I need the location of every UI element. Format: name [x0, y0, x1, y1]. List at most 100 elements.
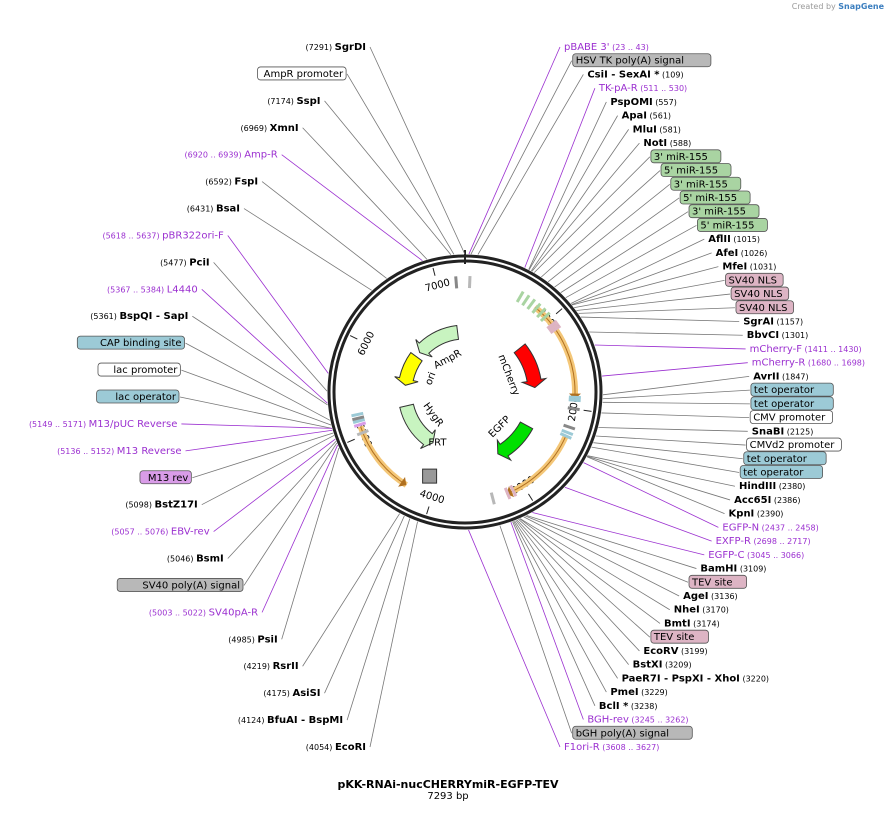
label-name: BclI * — [599, 701, 629, 712]
label-leader — [598, 427, 748, 432]
label-position: (109) — [660, 70, 684, 79]
label-name: CMV promoter — [753, 413, 826, 424]
label-name: AflII — [708, 234, 731, 245]
label-name: TEV site — [691, 577, 733, 588]
label-position: (7291) — [306, 43, 335, 52]
label-name: EGFP-C — [708, 550, 744, 561]
label-feature: TEV site — [691, 577, 733, 588]
feature-box — [96, 389, 180, 404]
tick-mark — [528, 493, 534, 501]
feature-box — [746, 437, 842, 452]
feature-tick — [568, 398, 581, 403]
label-name: BGH-rev — [587, 715, 629, 726]
label-site: AflII (1015) — [708, 234, 760, 245]
feature-tick — [489, 492, 496, 505]
label-leader — [570, 238, 705, 304]
label-site: PmeI (3229) — [610, 687, 667, 698]
label-feature: tet operator — [754, 399, 815, 410]
feature-box — [572, 53, 712, 68]
label-leader — [243, 442, 338, 586]
label-position: (3608 .. 3627) — [600, 743, 660, 752]
label-name: bGH poly(A) signal — [576, 728, 669, 739]
label-leader — [281, 154, 423, 262]
label-primer: F1ori-R (3608 .. 3627) — [564, 742, 659, 753]
feature-box — [750, 382, 834, 397]
feature-box — [670, 176, 742, 191]
label-name: BamHI — [700, 564, 737, 575]
feature-box — [116, 578, 244, 592]
label-site: AgeI (3136) — [683, 591, 738, 602]
label-position: (6592) — [205, 178, 234, 187]
label-primer: (5003 .. 5022) SV40pA-R — [149, 607, 258, 618]
feature-box — [735, 300, 794, 315]
feature-tick — [352, 417, 366, 425]
label-name: PsiI — [257, 634, 277, 645]
label-leader — [554, 197, 680, 288]
label-name: SV40 NLS — [739, 303, 788, 314]
feature-tick — [509, 484, 518, 497]
feature-tick — [467, 276, 472, 289]
feature-tick — [521, 294, 531, 307]
feature-tick — [526, 298, 537, 310]
feature-box — [749, 410, 833, 424]
label-site: BstXI (3209) — [633, 660, 692, 671]
label-primer: EXFP-R (2698 .. 2717) — [716, 536, 811, 547]
label-name: HSV TK poly(A) signal — [576, 56, 684, 67]
label-site: AfeI (1026) — [716, 248, 768, 259]
feature-tick — [568, 395, 581, 400]
label-leader — [564, 486, 712, 542]
label-name: tet operator — [754, 385, 815, 396]
label-position: (3045 .. 3066) — [745, 551, 805, 560]
feature-box — [725, 272, 784, 287]
label-position: (5046) — [167, 555, 196, 564]
tick-label: 4000 — [418, 488, 446, 506]
label-name: MfeI — [722, 262, 747, 273]
label-position: (4985) — [228, 635, 257, 644]
label-primer: EGFP-N (2437 .. 2458) — [722, 522, 818, 533]
label-feature: lac operator — [115, 392, 176, 403]
label-feature: tet operator — [747, 454, 808, 465]
feature-arrow-ori — [394, 351, 423, 386]
label-primer: mCherry-R (1680 .. 1698) — [752, 358, 865, 369]
label-position: (5003 .. 5022) — [149, 608, 209, 617]
feature-label-hygr: HygR — [421, 401, 446, 429]
label-leader — [470, 60, 573, 255]
label-leader — [571, 252, 712, 305]
label-feature: tet operator — [754, 385, 815, 396]
orf-arrowhead — [398, 476, 407, 487]
label-name: BstXI — [633, 660, 663, 671]
label-position: (3174) — [691, 619, 720, 628]
label-leader — [532, 512, 705, 556]
label-site: (4054) EcoRI — [306, 742, 366, 753]
label-position: (1157) — [774, 318, 803, 327]
label-position: (2390) — [754, 510, 783, 519]
label-feature: tet operator — [743, 467, 804, 478]
label-position: (557) — [653, 98, 677, 107]
label-site: ApaI (561) — [622, 111, 671, 122]
orf-arc-core — [534, 306, 576, 400]
label-primer: mCherry-F (1411 .. 1430) — [750, 344, 862, 355]
label-leader — [477, 74, 584, 255]
label-name: SV40 poly(A) signal — [142, 580, 240, 591]
label-site: BamHI (3109) — [700, 564, 766, 575]
label-position: (5477) — [160, 258, 189, 267]
label-position: (1847) — [779, 372, 808, 381]
label-site: EcoRV (3199) — [643, 646, 707, 657]
feature-box — [257, 66, 347, 81]
label-name: M13 Reverse — [117, 446, 182, 457]
label-name: AgeI — [683, 591, 708, 602]
label-name: M13 rev — [148, 473, 189, 484]
feature-tick — [559, 432, 572, 440]
label-leader — [514, 520, 618, 679]
label-name: Acc65I — [734, 495, 771, 506]
label-position: (3220) — [740, 674, 769, 683]
label-leader — [281, 447, 340, 640]
label-name: 3' miR-155 — [674, 179, 728, 190]
label-name: MluI — [633, 124, 657, 135]
feature-tick — [567, 406, 580, 412]
feature-tick — [549, 324, 562, 335]
label-leader — [587, 455, 736, 487]
label-name: pBR322ori-F — [162, 230, 224, 241]
